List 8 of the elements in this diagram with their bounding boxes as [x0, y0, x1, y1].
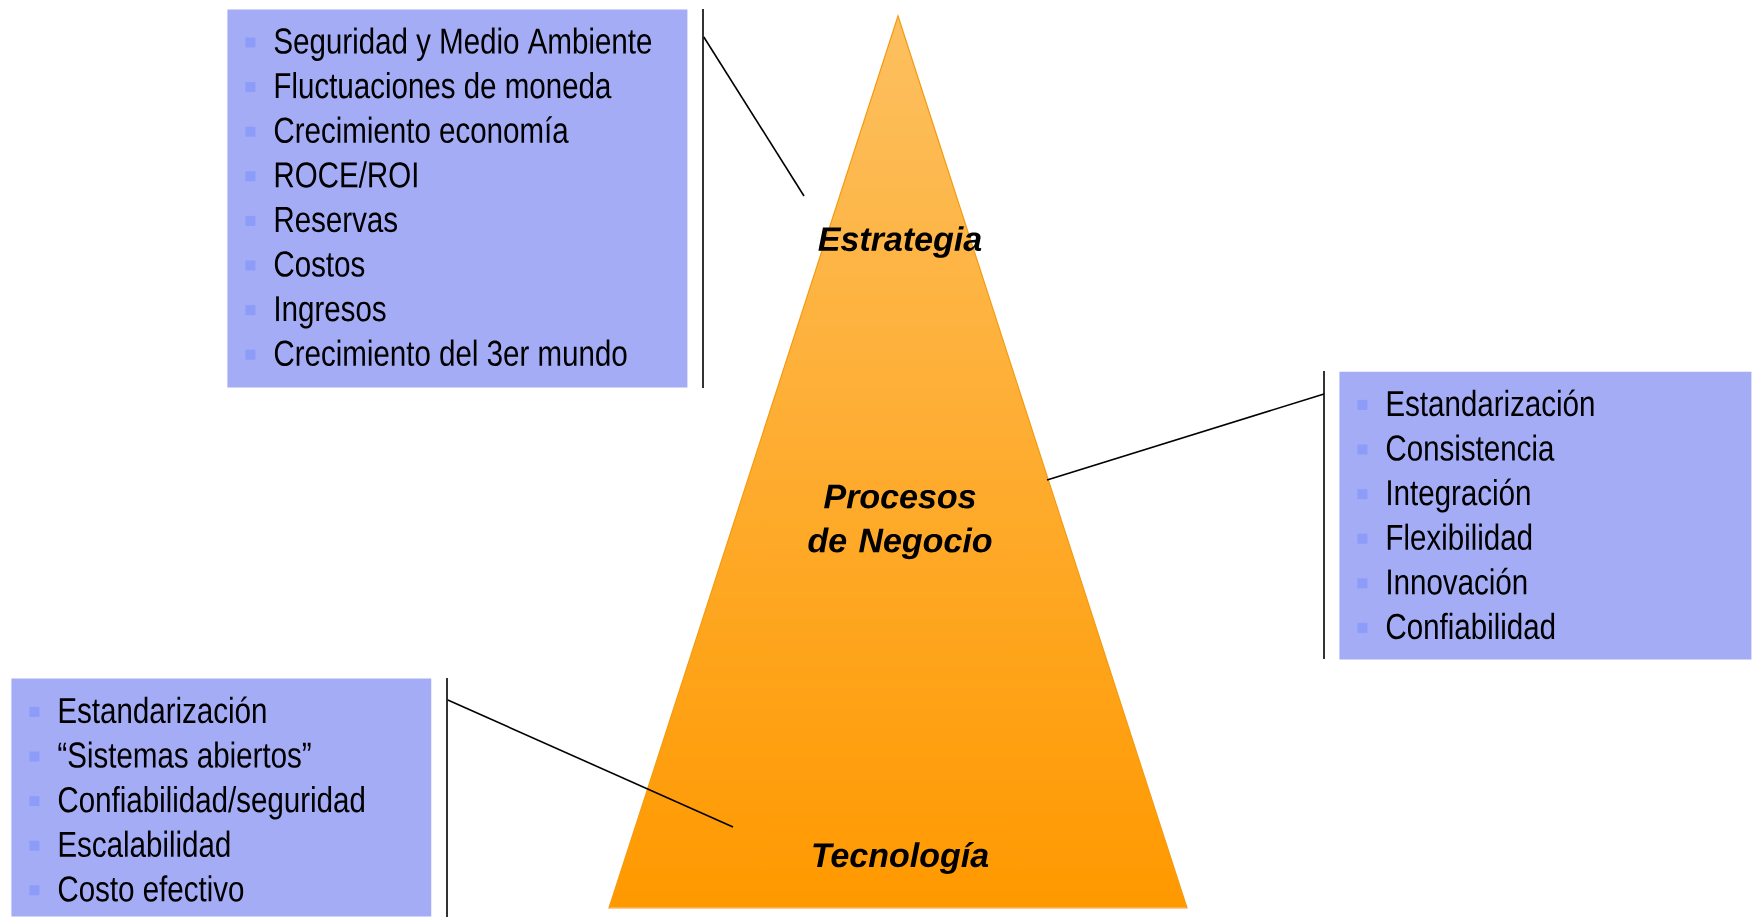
leader-line — [447, 699, 734, 828]
leader-line — [703, 36, 805, 197]
list-box: Estandarización Consistencia Integración Flexibilidad Innovación Confiabilidad — [1339, 371, 1752, 660]
leader-line — [1046, 393, 1325, 481]
list-box: Estandarización “Sistemas abiertos” Confiabilidad/seguridad Escalabilidad Costo efectivo — [11, 678, 432, 917]
level-label: Procesos de Negocio — [808, 484, 992, 560]
list-box: Seguridad y Medio Ambiente Fluctuaciones de moneda Crecimiento economía ROCE/ROI Reservas Costos Ingresos Crecimiento del 3er mundo — [227, 9, 688, 388]
level-label: Tecnología — [813, 842, 989, 874]
